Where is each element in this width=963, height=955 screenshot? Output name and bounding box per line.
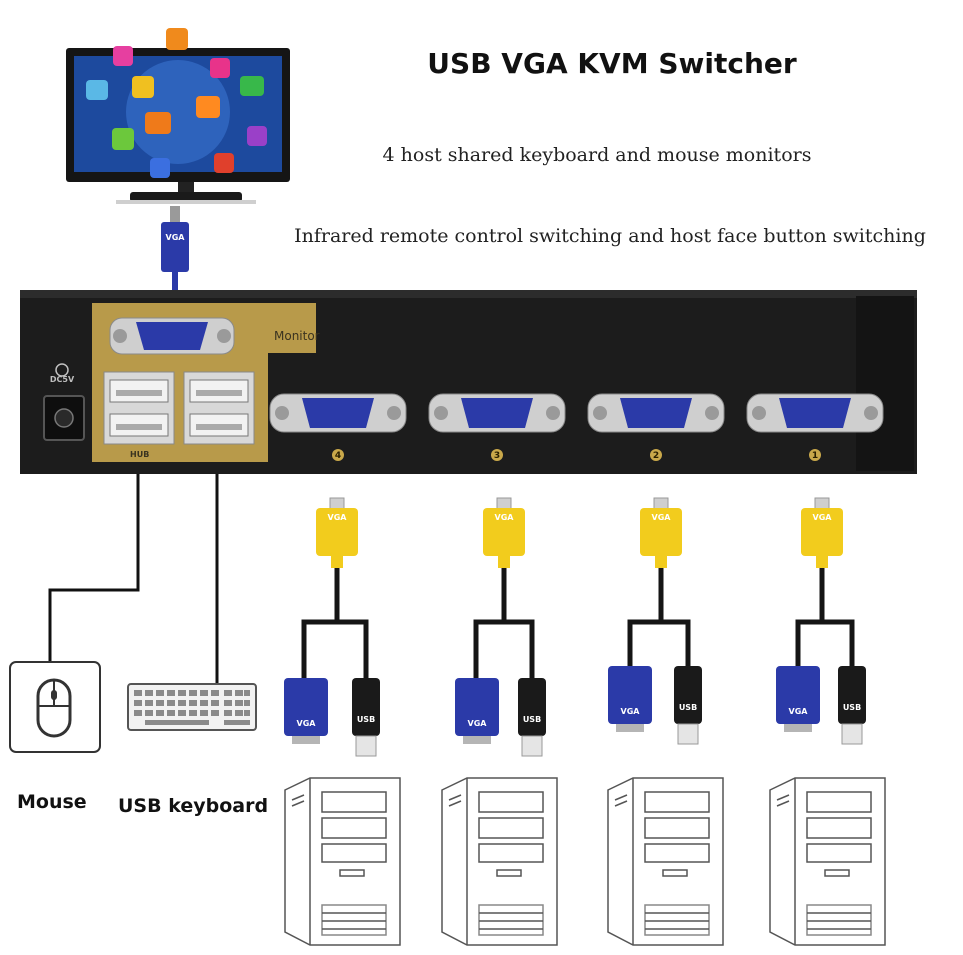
vga-label-blue-1: VGA [789,707,809,716]
host-number-2: 2 [653,451,659,461]
monitor-vga-plug: VGA [161,206,189,306]
keyboard-label: USB keyboard [118,795,268,817]
feature-line-2: Infrared remote control switching and ho… [294,225,926,247]
cable-host-2: VGA VGA USB [608,497,702,745]
monitor-icon [66,28,290,204]
usb-port-group-1 [103,371,175,445]
computer-tower-4 [284,777,401,946]
gold-panel: Monitor HUB [92,303,320,462]
host-ports: 4 3 2 1 [269,393,884,461]
hub-label: HUB [130,450,149,459]
computer-tower-icon [284,777,886,946]
vga-label-blue-2: VGA [621,707,641,716]
host-port-3: 3 [428,393,566,461]
host-number-3: 3 [494,451,500,461]
vga-label-blue-4: VGA [297,719,317,728]
usb-label-2: USB [679,703,697,712]
usb-label-3: USB [523,715,541,724]
svg-text:DC5V: DC5V [50,375,75,384]
computer-tower-3 [441,777,558,946]
usb-port-group-2 [183,371,255,445]
page-title: USB VGA KVM Switcher [427,47,797,80]
usb-label-4: USB [357,715,375,724]
vga-label-yellow-2: VGA [652,513,672,522]
cable-host-3: VGA VGA USB [455,497,546,757]
host-number-4: 4 [335,451,341,461]
monitor-port-label: Monitor [274,329,320,343]
vga-label-yellow-4: VGA [328,513,348,522]
mouse-label: Mouse [17,791,87,813]
computer-tower-2 [607,777,724,946]
host-port-4: 4 [269,393,407,461]
monitor-vga-label: VGA [166,233,186,242]
cable-host-1: VGA VGA USB [776,497,866,745]
vga-label-blue-3: VGA [468,719,488,728]
host-number-1: 1 [812,451,818,461]
vga-label-yellow-1: VGA [813,513,833,522]
keyboard-icon [127,683,257,731]
computer-tower-1 [769,777,886,946]
mouse-icon [9,661,101,753]
host-port-1: 1 [746,393,884,461]
host-port-2: 2 [587,393,725,461]
feature-line-1: 4 host shared keyboard and mouse monitor… [383,144,812,166]
usb-label-1: USB [843,703,861,712]
vga-label-yellow-3: VGA [495,513,515,522]
cable-host-4: VGA VGA USB [284,497,380,757]
peripheral-wires [48,474,219,684]
